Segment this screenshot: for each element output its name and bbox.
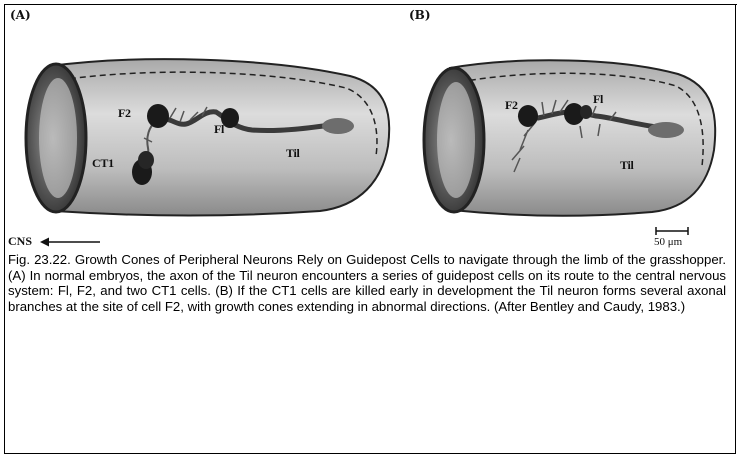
panel-a-label: (A) [10,8,31,22]
panel-a-label-f2: F2 [118,106,131,121]
panel-b-label-ti1: Til [620,158,634,173]
figure: (A) (B) F2 Fl CT1 Til [6,6,724,250]
scale-bar [654,226,690,236]
figure-caption: Fig. 23.22. Growth Cones of Peripheral N… [8,252,726,314]
panel-b-label-f2: F2 [505,98,518,113]
panel-a-label-ti1: Til [286,146,300,161]
panel-b-label: (B) [409,8,431,22]
panel-b-limb-illustration [420,46,720,226]
panel-a-label-ct1: CT1 [92,156,114,171]
cns-label: CNS [8,234,32,249]
panel-a-label-f1: Fl [214,122,224,137]
panel-b-label-f1: Fl [593,92,603,107]
cns-arrow-icon [40,236,102,248]
panel-a-limb-illustration [20,46,394,226]
scale-bar-label: 50 μm [654,236,682,248]
